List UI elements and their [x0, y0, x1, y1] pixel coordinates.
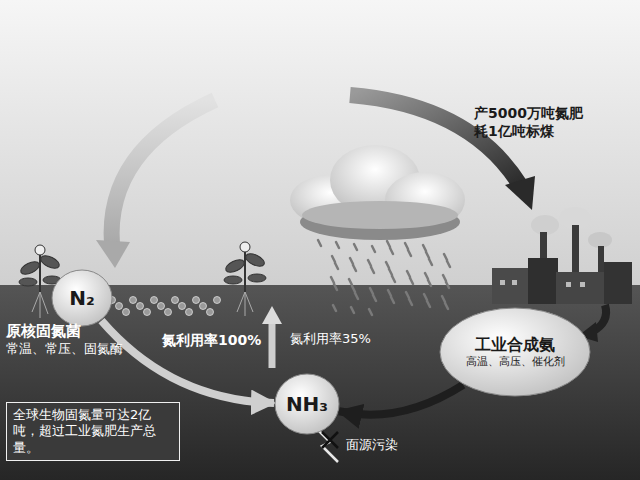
- node-title: 全球生物固氮量可达2亿吨，超过工业氮肥生产总量。: [13, 407, 173, 456]
- rain-drop: [372, 246, 375, 252]
- rain-drop: [336, 242, 339, 248]
- factory: [492, 207, 632, 304]
- node-title: 工业合成氨: [466, 335, 565, 355]
- annotation-label: 产5000万吨氮肥 耗1亿吨标煤: [474, 104, 594, 140]
- rain-drop: [332, 256, 335, 262]
- nodule: [116, 303, 123, 310]
- rain-drop: [335, 263, 338, 269]
- nodule: [179, 303, 186, 310]
- pollution-mark: [318, 430, 338, 462]
- arrow-head: [96, 240, 130, 268]
- nodule: [144, 309, 151, 316]
- rain-drop: [373, 295, 376, 301]
- rain-drop: [352, 286, 355, 292]
- nodule: [214, 297, 221, 304]
- rain: [318, 240, 450, 315]
- node-ellipse: NH₃: [274, 373, 340, 435]
- arrow-head: [262, 306, 282, 324]
- annotation-label: 面源污染: [346, 437, 398, 454]
- nodule: [186, 309, 193, 316]
- rain-drop: [407, 271, 410, 277]
- rain-drop: [318, 240, 321, 246]
- rain-drop: [445, 303, 448, 309]
- flow-connector: [339, 385, 463, 415]
- ellipse-shape: [440, 308, 590, 396]
- nodule: [151, 297, 158, 304]
- rain-drop: [371, 267, 374, 273]
- rain-drop: [370, 288, 373, 294]
- rain-drop: [425, 273, 428, 279]
- rain-drop: [355, 293, 358, 299]
- rain-drop: [446, 282, 449, 288]
- nodule: [158, 303, 165, 310]
- rain-drop: [334, 284, 337, 290]
- rain-drop: [333, 305, 336, 311]
- root-nodules: [109, 297, 221, 316]
- flow-arrow: [269, 322, 276, 368]
- rain-drop: [426, 252, 429, 258]
- rain-drop: [392, 276, 395, 282]
- rain-drop: [354, 244, 357, 250]
- node-title: N₂: [69, 286, 95, 311]
- rain-drop: [424, 294, 427, 300]
- node-content: 全球生物固氮量可达2亿吨，超过工业氮肥生产总量。: [13, 407, 173, 456]
- nodule: [172, 297, 179, 304]
- rain-drop: [409, 299, 412, 305]
- rain-drop: [369, 309, 372, 315]
- note-box: 全球生物固氮量可达2亿吨，超过工业氮肥生产总量。: [6, 402, 180, 461]
- nodule: [123, 309, 130, 316]
- flow-arrow: [112, 100, 215, 245]
- rain-drop: [406, 292, 409, 298]
- nodule: [193, 297, 200, 304]
- rain-drop: [351, 307, 354, 313]
- rain-drop: [427, 301, 430, 307]
- rain-drop: [368, 260, 371, 266]
- ellipse-shape: [275, 374, 339, 434]
- node-ellipse: 工业合成氨高温、高压、催化剂: [439, 307, 591, 397]
- nodule: [137, 303, 144, 310]
- rain-drop: [390, 248, 393, 254]
- rain-drop: [408, 250, 411, 256]
- nodule: [200, 303, 207, 310]
- node-content: 工业合成氨高温、高压、催化剂: [466, 335, 565, 369]
- nodule: [165, 309, 172, 316]
- rain-drop: [349, 279, 352, 285]
- node-title: NH₃: [286, 392, 328, 417]
- rain-drop: [386, 262, 389, 268]
- rain-drop: [405, 243, 408, 249]
- annotation-label: 氮利用率100%: [162, 331, 261, 349]
- rain-drop: [447, 261, 450, 267]
- rain-drop: [428, 280, 431, 286]
- annotation-label: 原核固氮菌: [6, 322, 81, 342]
- rain-drop: [443, 275, 446, 281]
- rain-drop: [331, 277, 334, 283]
- node-content: NH₃: [286, 392, 328, 417]
- rain-drop: [353, 265, 356, 271]
- rain-drop: [389, 269, 392, 275]
- rain-drop: [387, 241, 390, 247]
- rain-drop: [442, 296, 445, 302]
- node-content: N₂: [69, 286, 95, 311]
- nodule: [207, 309, 214, 316]
- rain-drop: [423, 245, 426, 251]
- plant: [224, 242, 266, 316]
- node-ellipse: N₂: [51, 269, 113, 327]
- annotation-label: 常温、常压、固氮酶: [6, 341, 123, 358]
- nodule: [130, 297, 137, 304]
- arrow-head: [505, 176, 535, 210]
- rain-drop: [429, 259, 432, 265]
- node-subtitle: 高温、高压、催化剂: [466, 355, 565, 369]
- rain-drop: [410, 278, 413, 284]
- cloud: [290, 145, 465, 240]
- rain-drop: [388, 290, 391, 296]
- annotation-label: 氮利用率35%: [290, 331, 371, 348]
- rain-drop: [391, 297, 394, 303]
- rain-drop: [444, 254, 447, 260]
- ellipse-shape: [52, 270, 112, 326]
- rain-drop: [350, 258, 353, 264]
- flow-connector: [101, 321, 274, 403]
